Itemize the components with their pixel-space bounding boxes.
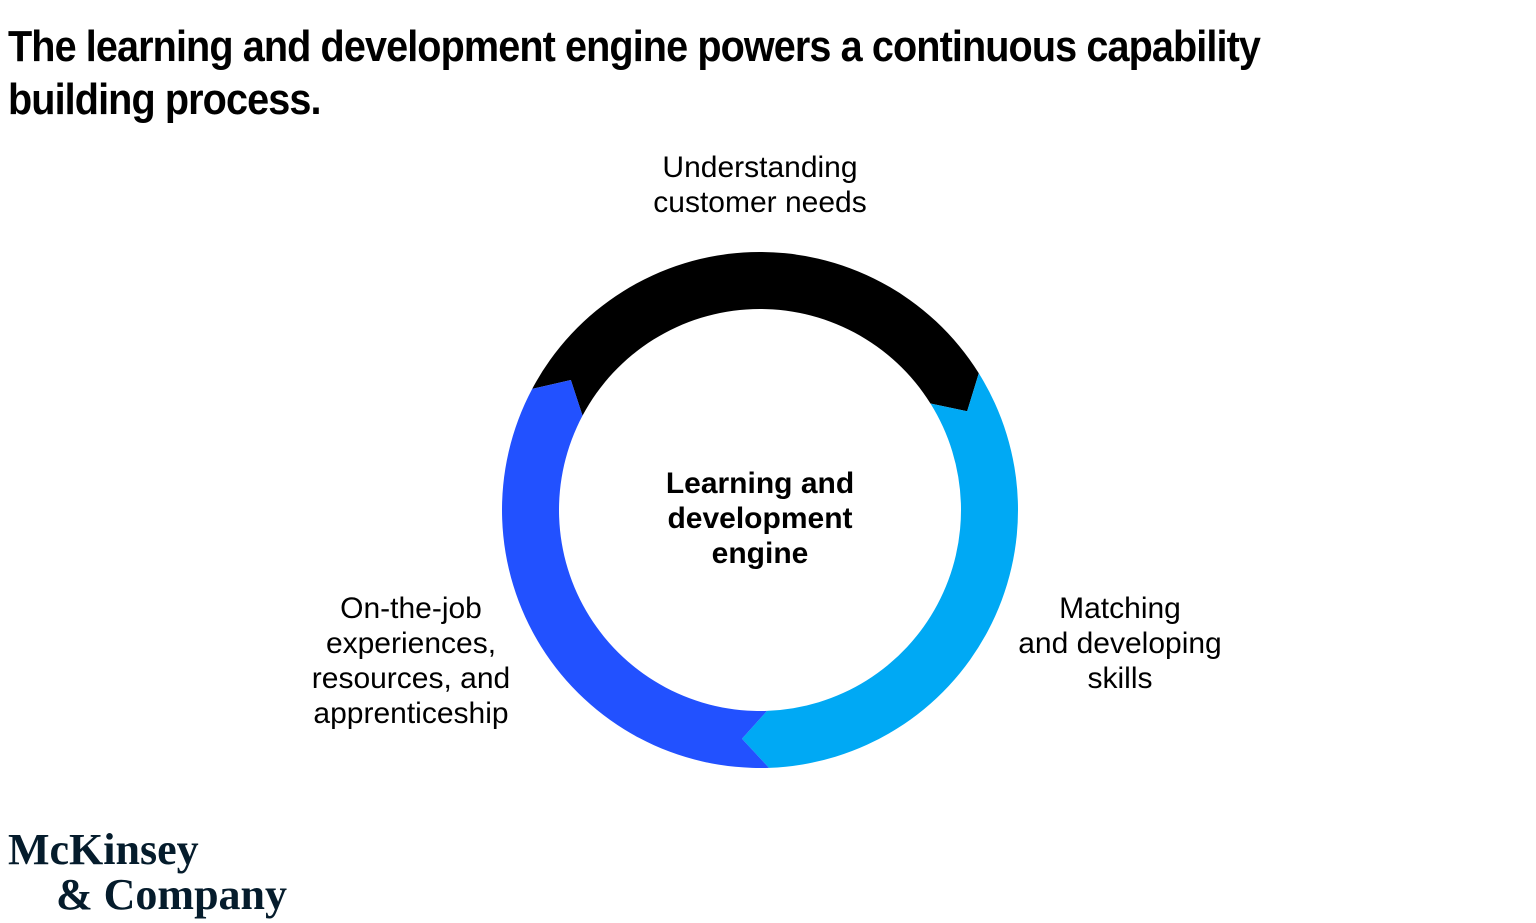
logo-line-1: McKinsey xyxy=(8,825,199,874)
mckinsey-logo: McKinsey & Company xyxy=(8,827,287,917)
cycle-diagram xyxy=(502,251,1019,768)
logo-line-2: & Company xyxy=(56,870,288,919)
segment-matching-and-developing-skills xyxy=(741,373,1019,768)
cycle-diagram-container xyxy=(500,250,1020,770)
segment-understanding-customer-needs xyxy=(532,251,979,416)
page-title: The learning and development engine powe… xyxy=(8,22,1261,124)
segment-on-the-job-experiences-resources-and-apprenticeship xyxy=(502,380,769,768)
